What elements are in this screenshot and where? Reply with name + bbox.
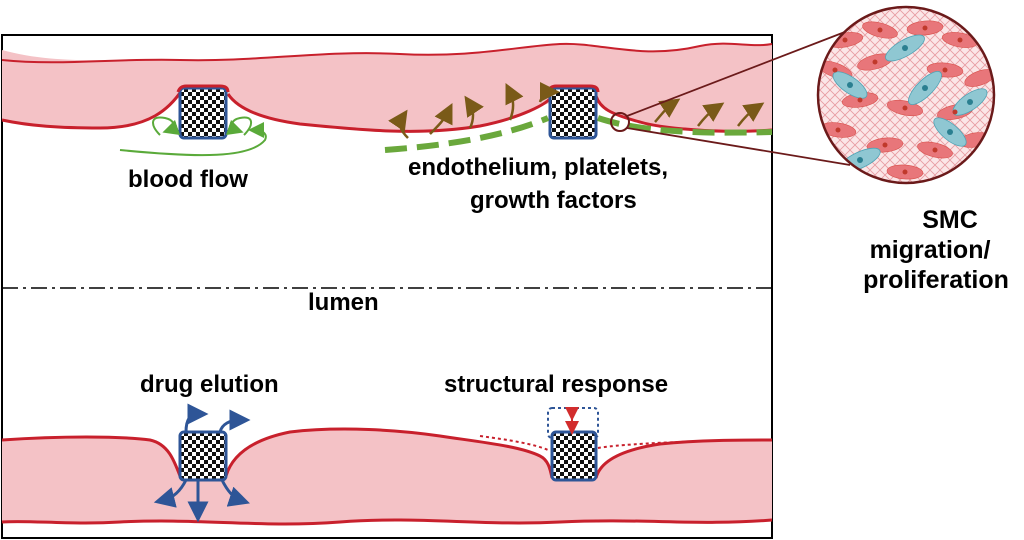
label-endothelium-line1: endothelium, platelets, bbox=[408, 154, 668, 181]
bottom-vessel-edge bbox=[1, 427, 773, 526]
strut-top-right bbox=[548, 86, 598, 140]
top-vessel-wall bbox=[2, 43, 772, 132]
top-vessel-outer-edge bbox=[1, 42, 773, 64]
label-smc-line2: migration/ bbox=[870, 236, 991, 264]
strut-top-left bbox=[178, 86, 228, 140]
structural-response-dotted-wall bbox=[479, 435, 773, 451]
label-smc-line3: proliferation bbox=[863, 266, 1009, 294]
strut-bottom-right bbox=[550, 430, 598, 482]
label-structural-response: structural response bbox=[444, 371, 668, 398]
diagram-frame bbox=[1, 34, 773, 539]
label-smc-line1: SMC bbox=[922, 206, 978, 234]
drug-elution-arrows bbox=[153, 403, 251, 523]
label-lumen: lumen bbox=[308, 289, 379, 316]
label-drug-elution: drug elution bbox=[140, 371, 279, 398]
blood-flow-arrows bbox=[119, 116, 267, 157]
callout-source-circle bbox=[610, 112, 630, 132]
magnified-tissue-icon bbox=[816, 5, 996, 185]
strut-bottom-left bbox=[178, 430, 228, 482]
label-endothelium-line2: growth factors bbox=[470, 187, 637, 214]
bottom-vessel-wall bbox=[2, 429, 772, 524]
label-blood-flow: blood flow bbox=[128, 166, 248, 193]
endothelium-dashes bbox=[384, 115, 773, 153]
growth-factor-arrows bbox=[388, 82, 765, 139]
